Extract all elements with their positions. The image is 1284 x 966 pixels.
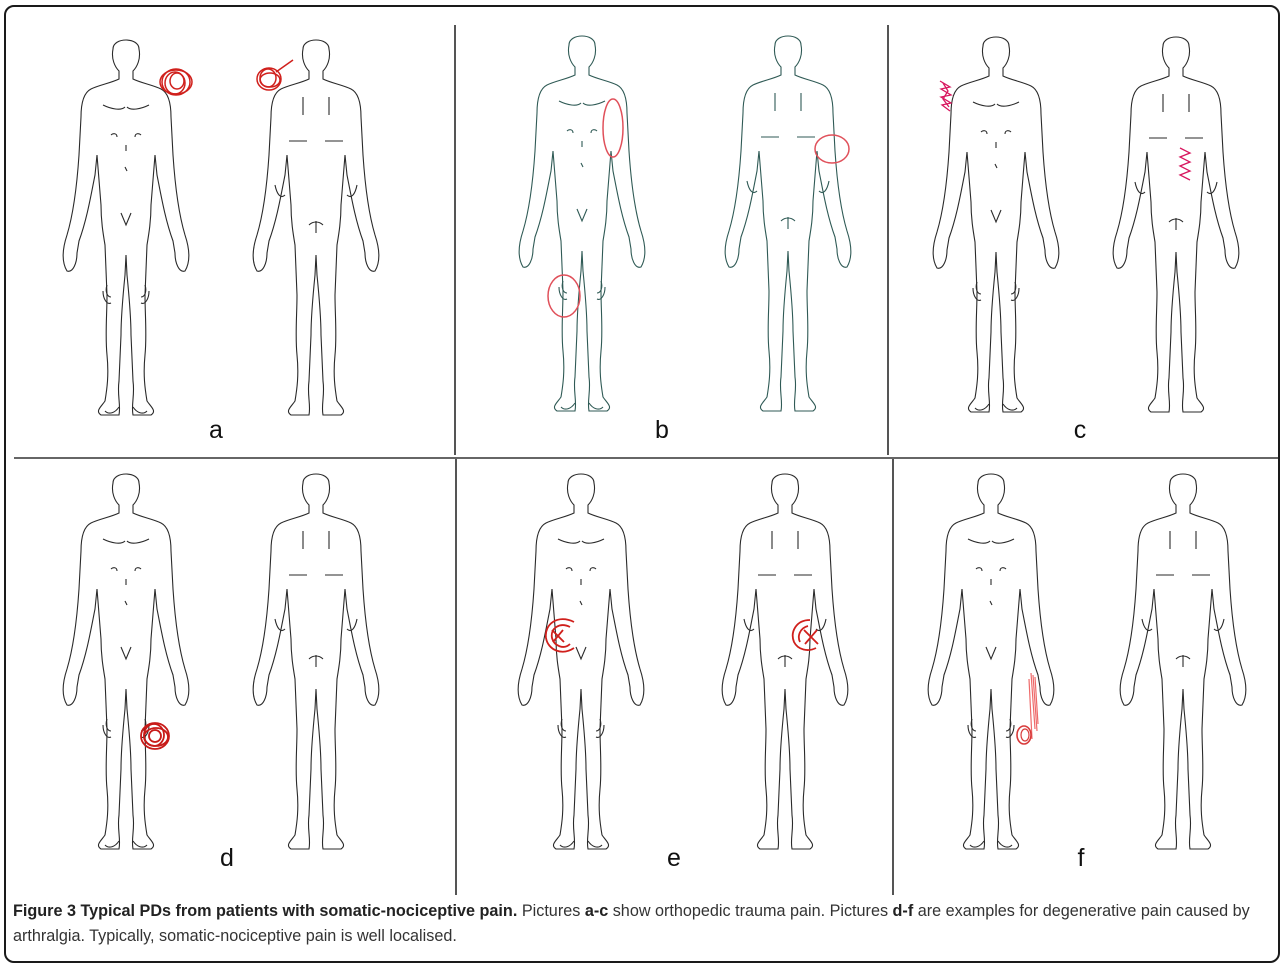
body-back-figure bbox=[241, 469, 391, 854]
pain-mark-lower-back bbox=[1175, 145, 1195, 185]
panel-c: c bbox=[888, 7, 1280, 457]
panel-f: f bbox=[893, 459, 1280, 895]
panel-b: b bbox=[455, 7, 887, 457]
caption-text-1: Pictures bbox=[517, 902, 584, 920]
pain-mark-right-shoulder bbox=[156, 62, 196, 102]
panel-label-e: e bbox=[654, 843, 694, 873]
caption-title: Figure 3 Typical PDs from patients with … bbox=[13, 902, 517, 920]
body-back-figure bbox=[1108, 469, 1258, 854]
caption-text-2: show orthopedic trauma pain. Pictures bbox=[608, 902, 892, 920]
panel-label-a: a bbox=[196, 415, 236, 445]
figure-frame: a b c d bbox=[4, 5, 1280, 963]
panel-e: e bbox=[456, 459, 892, 895]
caption-range-1: a-c bbox=[585, 902, 608, 920]
pain-mark-right-knee bbox=[542, 269, 587, 324]
pain-mark-right-hip bbox=[538, 614, 582, 658]
body-back-figure bbox=[1101, 32, 1251, 417]
panel-label-f: f bbox=[1061, 843, 1101, 873]
pain-mark-back-hip bbox=[784, 614, 828, 658]
body-back-figure bbox=[710, 469, 860, 854]
panel-label-c: c bbox=[1060, 415, 1100, 445]
pain-mark-left-knee bbox=[135, 716, 175, 756]
panel-d: d bbox=[6, 459, 454, 895]
pain-mark-abdomen bbox=[598, 93, 628, 163]
pain-mark-right-upper-arm bbox=[936, 77, 956, 117]
pain-mark-back-elbow bbox=[810, 129, 855, 169]
body-front-figure bbox=[506, 469, 656, 854]
pain-mark-back-shoulder bbox=[251, 57, 301, 97]
caption-range-2: d-f bbox=[893, 902, 914, 920]
panel-label-b: b bbox=[642, 415, 682, 445]
pain-mark-right-knee bbox=[1013, 669, 1043, 754]
body-front-figure bbox=[916, 469, 1066, 854]
body-back-figure bbox=[713, 31, 863, 416]
body-front-figure bbox=[51, 469, 201, 854]
body-front-figure bbox=[507, 31, 657, 416]
figure-caption: Figure 3 Typical PDs from patients with … bbox=[13, 899, 1263, 949]
panel-a: a bbox=[6, 7, 454, 457]
panel-label-d: d bbox=[207, 843, 247, 873]
